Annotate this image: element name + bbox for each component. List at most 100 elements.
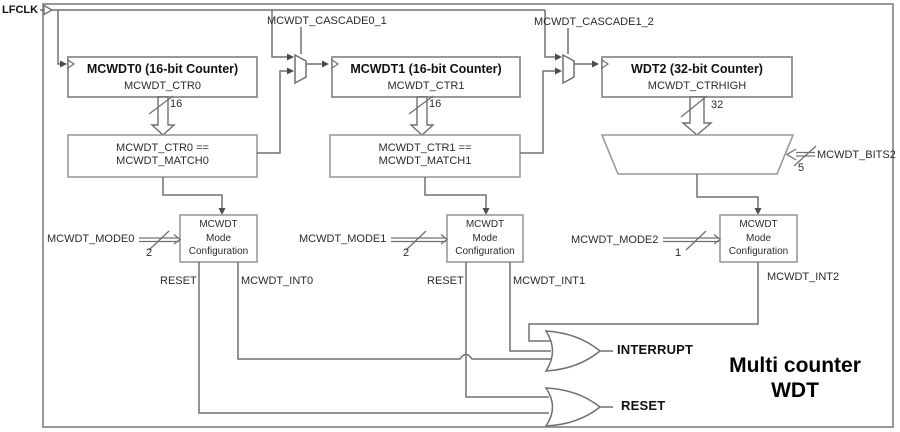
mode1-box-text: MCWDT Mode Configuration [447, 218, 523, 259]
arrow-into-counter2-icon [592, 60, 599, 68]
counter0-register: MCWDT_CTR0 [124, 80, 201, 92]
interrupt-output-label: INTERRUPT [617, 342, 694, 357]
arrow-mux0-bottom-input-icon [287, 67, 294, 75]
mode1-box-line1: MCWDT [465, 219, 505, 230]
mode2-box-line3: Configuration [728, 246, 789, 257]
wire-lfclk-to-counter0 [57, 10, 60, 65]
arrow-mode0-icon [173, 234, 181, 245]
counter0-box [67, 56, 258, 98]
counter2-register: MCWDT_CTRHIGH [647, 80, 747, 92]
comparator1-line1: MCWDT_CTR1 == [378, 142, 472, 154]
counter2-box [601, 56, 793, 98]
clock-notch-counter0-icon [67, 58, 76, 70]
comparator1-box [329, 134, 521, 178]
mode2-width: 1 [675, 247, 682, 259]
mode2-int-label: MCWDT_INT2 [767, 271, 840, 283]
arrow-mode2-icon [713, 234, 721, 245]
lfclk-label: LFCLK [2, 4, 39, 16]
comparator0-line2: MCWDT_MATCH0 [116, 155, 209, 167]
arrow-into-counter1-icon [322, 60, 329, 68]
mode1-label: MCWDT_MODE1 [299, 233, 387, 245]
mode1-box [446, 214, 524, 263]
bus-slash-ctr2-icon [680, 95, 708, 118]
mode0-box-line2: Mode [205, 232, 231, 244]
wire-lfclk-to-mux1 [544, 10, 555, 58]
bus-arrow-ctr0-icon [150, 96, 176, 136]
diagram-title-line1: Multi counter [729, 354, 861, 377]
wire-reset1-to-gate [465, 262, 549, 398]
mode0-box-line3: Configuration [188, 246, 249, 257]
wire-match0-to-mux0 [257, 70, 287, 154]
arrow-mux0-top-input-icon [287, 53, 294, 61]
bus-arrow-ctr1-icon [409, 96, 435, 136]
counter2-title: WDT2 (32-bit Counter) [631, 62, 763, 76]
bits2-label: MCWDT_BITS2 [817, 149, 896, 161]
arrow-mode1-icon [440, 234, 448, 245]
bits2-width: 5 [798, 162, 805, 174]
wire-int2-to-gate [528, 262, 759, 342]
bus-arrow-ctr2-icon [681, 96, 713, 136]
bit-select-mux [600, 134, 795, 175]
bus-slash-mode0-icon [148, 230, 170, 251]
mode1-int-label: MCWDT_INT1 [513, 275, 586, 287]
lfclk-entry-arrow-icon [43, 4, 54, 16]
arrow-into-counter0-icon [60, 60, 67, 68]
mode1-width: 2 [403, 247, 410, 259]
mode0-width: 2 [146, 247, 153, 259]
wire-bitmux-to-mode2 [696, 174, 759, 208]
comparator1-line2: MCWDT_MATCH1 [378, 155, 472, 167]
counter1-bus-width: 16 [429, 98, 442, 110]
bus-slash-ctr1-icon [408, 95, 434, 115]
arrow-mux1-top-input-icon [555, 53, 562, 61]
cascade1-2-label: MCWDT_CASCADE1_2 [534, 16, 654, 28]
mode0-box-text: MCWDT Mode Configuration [180, 218, 257, 259]
wire-match0-to-mode0 [162, 177, 223, 208]
wire-match1-to-mux1 [520, 70, 555, 154]
mode2-box [719, 214, 798, 263]
arrow-into-mode2-icon [754, 208, 762, 215]
wire-reset0-to-gate [198, 262, 549, 414]
clock-notch-counter1-icon [331, 58, 340, 70]
mode0-box [179, 214, 258, 263]
diagram-title-line2: WDT [771, 379, 819, 402]
bus-slash-mode1-icon [405, 230, 427, 251]
clock-notch-counter2-icon [601, 58, 610, 70]
or-gate-reset-icon [544, 387, 602, 427]
counter1-register: MCWDT_CTR1 [387, 80, 465, 92]
counter0-bus-width: 16 [170, 98, 183, 110]
arrow-bits2-icon [785, 148, 797, 161]
mode0-int-label: MCWDT_INT0 [241, 275, 314, 287]
mode1-box-line3: Configuration [455, 246, 515, 257]
comparator0-line1: MCWDT_CTR0 == [116, 142, 209, 154]
bus-slash-bits2-icon [793, 145, 817, 167]
mode2-box-line1: MCWDT [739, 219, 778, 230]
arrow-into-mode0-icon [218, 208, 226, 215]
mode2-box-line2: Mode [745, 232, 771, 244]
comparator0-box [67, 134, 258, 178]
reset-output-label: RESET [621, 398, 666, 413]
mode0-box-line1: MCWDT [199, 219, 238, 230]
counter2-bus-width: 32 [711, 99, 724, 111]
cascade-mux0-1 [294, 53, 307, 85]
diagram-title: Multi counter WDT [690, 353, 900, 403]
mode1-reset-label: RESET [427, 275, 464, 287]
cascade-mux1-2 [562, 53, 575, 85]
mode2-box-text: MCWDT Mode Configuration [720, 218, 797, 259]
mode1-box-line2: Mode [472, 232, 498, 244]
mode0-reset-label: RESET [160, 275, 197, 287]
mode2-label: MCWDT_MODE2 [571, 234, 659, 246]
cascade0-1-label: MCWDT_CASCADE0_1 [267, 15, 387, 27]
wire-lfclk-to-mux0 [271, 10, 287, 58]
wire-match1-to-mode1 [424, 177, 487, 208]
bus-slash-mode2-icon [685, 230, 707, 251]
wire-int1-to-gate [509, 262, 551, 352]
mode0-label: MCWDT_MODE0 [47, 233, 135, 245]
arrow-into-mode1-icon [482, 208, 490, 215]
or-gate-interrupt-icon [544, 330, 602, 372]
bus-slash-ctr0-icon [148, 95, 174, 115]
counter1-title: MCWDT1 (16-bit Counter) [350, 62, 502, 76]
outer-frame [42, 3, 894, 428]
counter0-title: MCWDT0 (16-bit Counter) [86, 62, 239, 76]
